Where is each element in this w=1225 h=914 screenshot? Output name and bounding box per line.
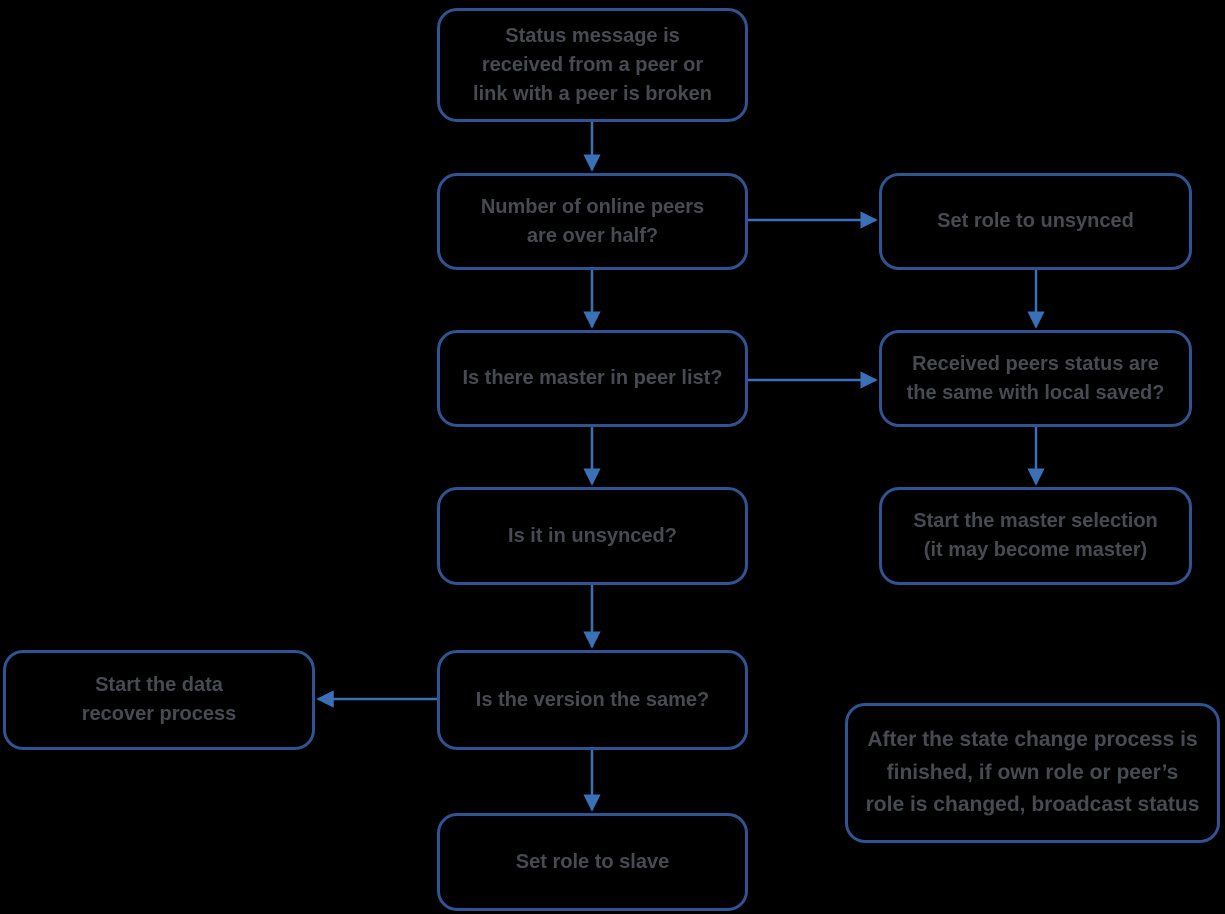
node-start-data-recover: Start the data recover process — [3, 650, 315, 750]
node-label: After the state change process is finish… — [865, 728, 1200, 817]
node-label: Number of online peers are over half? — [480, 195, 705, 247]
node-label: Start the data recover process — [81, 674, 237, 725]
node-broadcast-status-note: After the state change process is finish… — [845, 703, 1220, 843]
node-label: Received peers status are the same with … — [906, 352, 1165, 404]
node-label: Set role to unsynced — [937, 210, 1134, 232]
node-status-message-received: Status message is received from a peer o… — [437, 8, 748, 122]
node-set-role-slave: Set role to slave — [437, 813, 748, 911]
node-label: Is there master in peer list? — [462, 367, 723, 389]
node-set-role-unsynced: Set role to unsynced — [879, 173, 1192, 270]
node-online-peers-over-half: Number of online peers are over half? — [437, 173, 748, 270]
node-label: Start the master selection (it may becom… — [913, 510, 1158, 561]
node-label: Set role to slave — [515, 850, 670, 873]
node-label: Is the version the same? — [475, 688, 710, 711]
node-received-status-same: Received peers status are the same with … — [879, 330, 1192, 427]
node-is-version-same: Is the version the same? — [437, 650, 748, 750]
node-is-it-in-unsynced: Is it in unsynced? — [437, 487, 748, 585]
node-label: Status message is received from a peer o… — [473, 24, 712, 105]
node-master-in-peer-list: Is there master in peer list? — [437, 330, 748, 427]
node-label: Is it in unsynced? — [508, 524, 677, 547]
node-start-master-selection: Start the master selection (it may becom… — [879, 487, 1192, 585]
